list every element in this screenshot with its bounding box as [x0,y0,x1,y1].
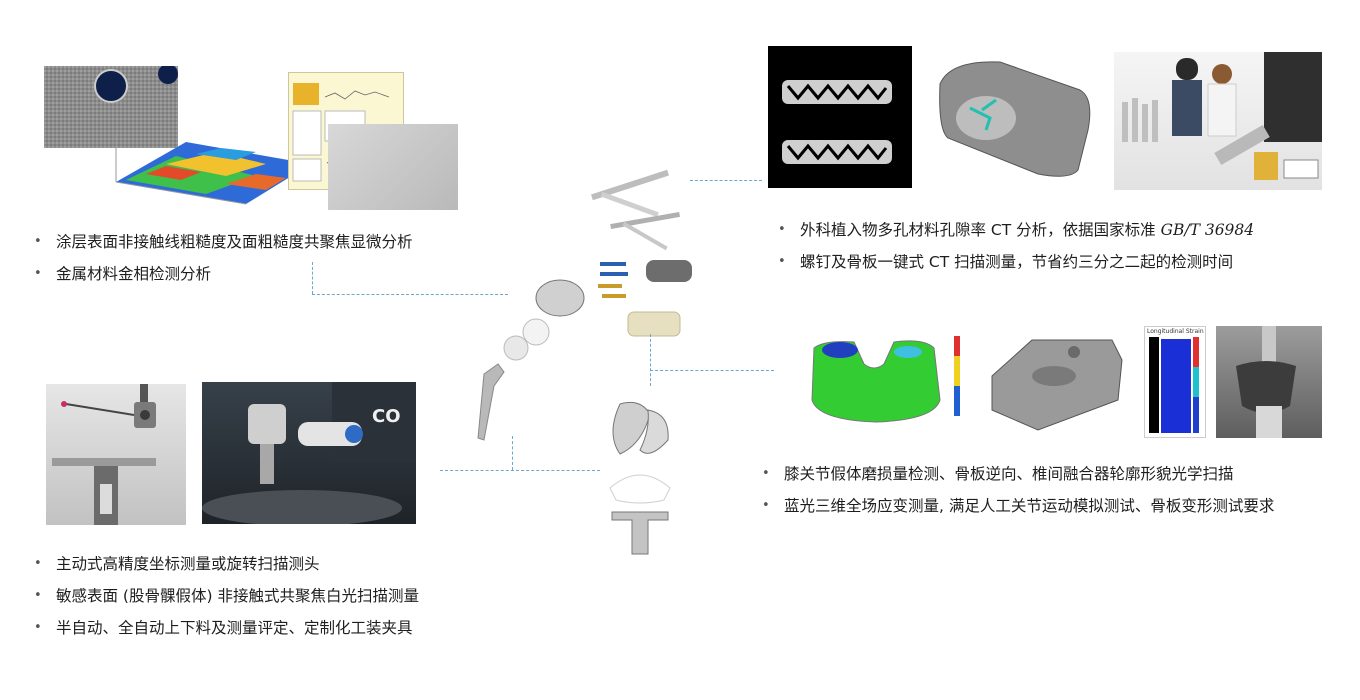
camera-brand-text: CO [372,406,401,427]
connector-top-left-h [312,294,508,295]
metallographic-image [328,124,458,210]
connector-bottom-left-h [440,470,600,471]
bullet-coating-roughness: 涂层表面非接触线粗糙度及面粗糙度共聚焦显微分析 [34,226,413,258]
bullet-porosity-ct: 外科植入物多孔材料孔隙率 CT 分析，依据国家标准 GB/T 36984 [778,214,1254,246]
bottom-right-bullets: 膝关节假体磨损量检测、骨板逆向、椎间融合器轮廓形貌光学扫描 蓝光三维全场应变测量… [762,458,1274,522]
spinal-cage-peek-icon [627,311,681,337]
connector-top-left-v [312,262,313,294]
connector-bottom-left-v [512,436,513,470]
knee-wear-heatmap [782,326,966,432]
connector-right-h [650,370,774,371]
porosity-text: 外科植入物多孔材料孔隙率 CT 分析，依据国家标准 [800,221,1161,239]
coating-images [44,66,464,216]
femoral-stem-icon [477,363,505,441]
porous-coating-photo [44,66,178,148]
roughness-3d-map [115,134,311,205]
strain-title: Longitudinal Strain [1147,328,1204,335]
standard-code: GB/T 36984 [1160,221,1255,239]
bone-plate-scan-render [984,328,1130,434]
acetabular-cup-icon [535,279,585,317]
femoral-component-icon [612,401,651,455]
scanning-head-photo: CO [202,382,416,524]
bullet-automation: 半自动、全自动上下料及测量评定、定制化工装夹具 [34,612,419,644]
screws-icon [598,262,628,298]
cmm-probe-photo [46,384,186,525]
bullet-active-probe: 主动式高精度坐标测量或旋转扫描测头 [34,548,419,580]
spinal-cage-grey-icon [646,260,692,282]
tibial-tray-icon [611,511,669,555]
strain-map-image: Longitudinal Strain [1144,326,1206,438]
poly-insert-icon [609,474,671,504]
bullet-confocal-scan: 敏感表面 (股骨髁假体) 非接触式共聚焦白光扫描测量 [34,580,419,612]
bullet-metallographic: 金属材料金相检测分析 [34,258,413,290]
connector-top-right-h [690,180,762,181]
deformation-test-photo [1216,326,1322,438]
top-left-bullets: 涂层表面非接触线粗糙度及面粗糙度共聚焦显微分析 金属材料金相检测分析 [34,226,413,290]
bottom-left-bullets: 主动式高精度坐标测量或旋转扫描测头 敏感表面 (股骨髁假体) 非接触式共聚焦白光… [34,548,419,644]
bullet-optical-scan: 膝关节假体磨损量检测、骨板逆向、椎间融合器轮廓形貌光学扫描 [762,458,1274,490]
implants-cluster [477,169,692,555]
bullet-strain-measurement: 蓝光三维全场应变测量, 满足人工关节运动模拟测试、骨板变形测试要求 [762,490,1274,522]
ct-slice-image [768,46,912,188]
bullet-screw-plate-ct: 螺钉及骨板一键式 CT 扫描测量，节省约三分之二起的检测时间 [778,246,1254,278]
connector-right-v [650,334,651,386]
ct-3d-cage-render [930,54,1094,180]
bone-plates-icon [591,169,680,251]
top-right-bullets: 外科植入物多孔材料孔隙率 CT 分析，依据国家标准 GB/T 36984 螺钉及… [778,214,1254,278]
femoral-head-icon [522,318,550,346]
ct-lab-photo [1114,52,1322,190]
